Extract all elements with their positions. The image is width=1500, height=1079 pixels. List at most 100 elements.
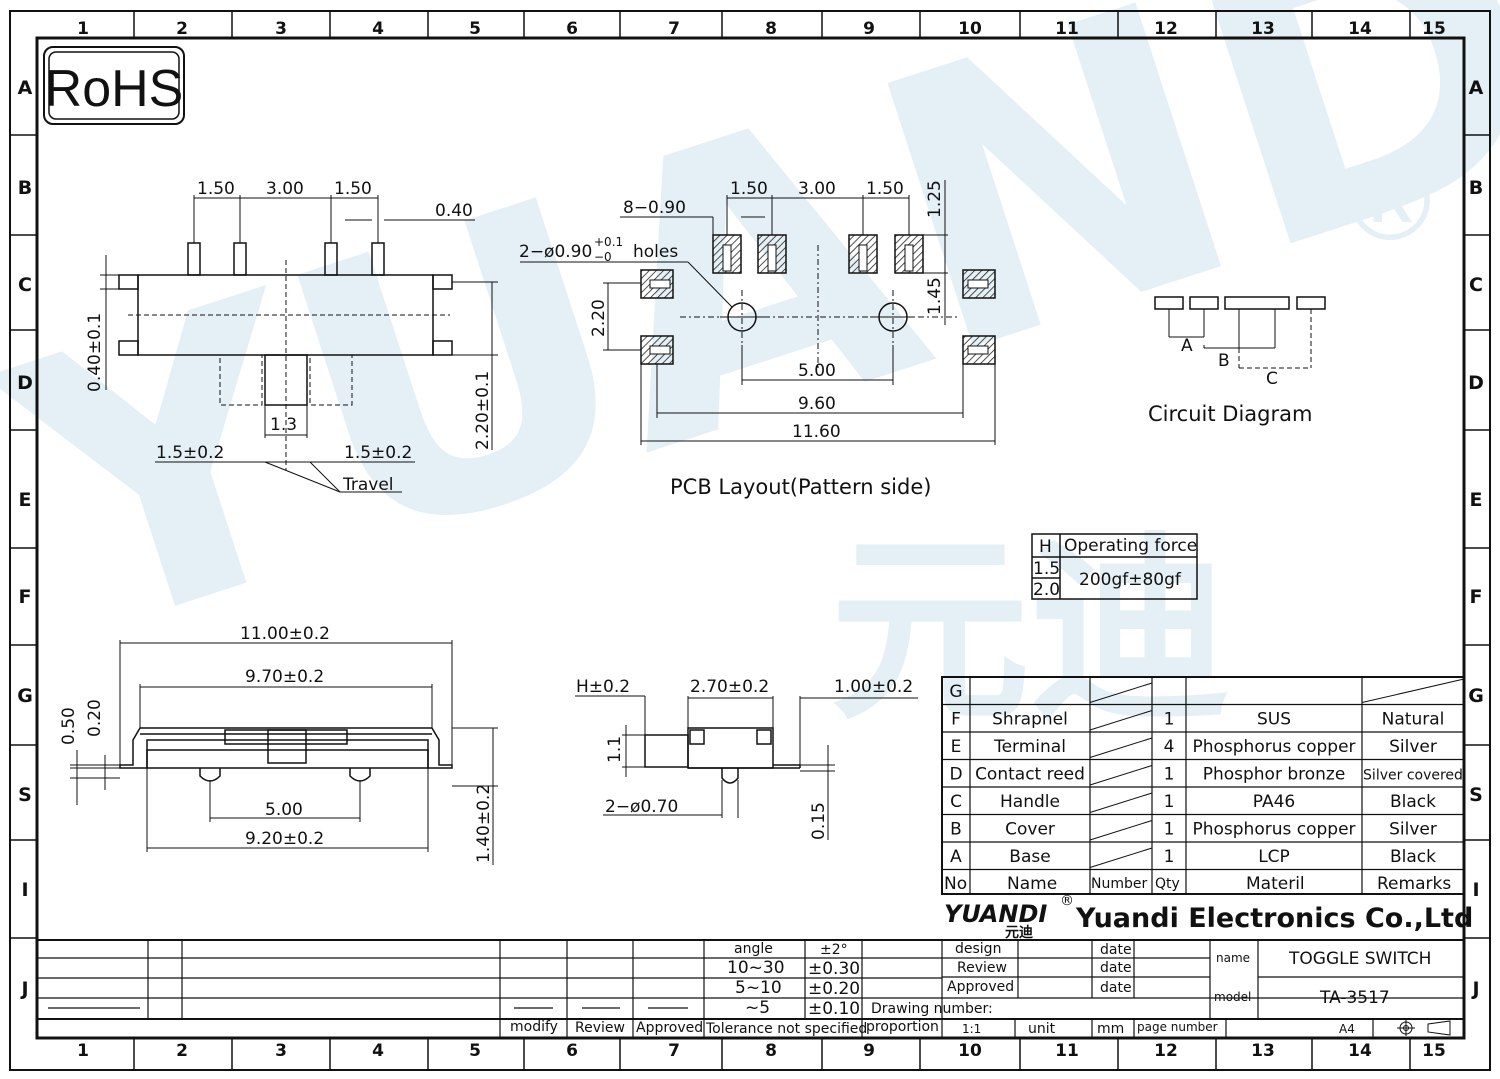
zone-col-bottom: 9	[863, 1041, 875, 1061]
tv-travel-label: Travel	[342, 475, 394, 495]
tol-range-1: 10~30	[727, 958, 785, 978]
tv-dim-3: 1.50	[334, 179, 372, 199]
bom-cell-remark: Black	[1390, 847, 1436, 867]
circuit-label-c: C	[1266, 369, 1278, 389]
tb-approved: Approved	[636, 1020, 703, 1036]
bom-cell-material: LCP	[1258, 847, 1290, 867]
pcb-dim-7: 5.00	[798, 361, 836, 381]
pcb-dim-6: 1.45	[925, 277, 945, 315]
ev-dim-3: 1.00±0.2	[834, 677, 913, 697]
zone-col-top: 4	[372, 19, 384, 39]
tol-range-2: 5~10	[735, 978, 782, 998]
pcb-dim-4: 1.25	[925, 180, 945, 218]
sv-dim-1: 11.00±0.2	[240, 624, 330, 644]
tol-angle-value: ±2°	[820, 942, 848, 958]
tb-modify: modify	[510, 1019, 558, 1035]
circuit-diagram	[1154, 296, 1326, 369]
bom-table	[941, 676, 1465, 895]
bom-cell-id: C	[950, 792, 962, 812]
bom-cell-id: B	[950, 819, 962, 839]
zone-col-top: 15	[1422, 19, 1446, 39]
zone-col-top: 1	[77, 19, 89, 39]
tv-dim-1: 1.50	[197, 179, 235, 199]
pcb-holes-word: holes	[633, 242, 678, 262]
zone-row-left: B	[18, 177, 32, 199]
zone-col-top: 7	[668, 19, 680, 39]
bom-cell-id: A	[950, 847, 962, 867]
ev-dim-2: 2.70±0.2	[690, 677, 769, 697]
tv-dim-4: 0.40	[435, 201, 473, 221]
circuit-label-b: B	[1218, 351, 1230, 371]
bom-cell-remark: Silver	[1389, 737, 1437, 757]
tol-label: Tolerance not specified	[705, 1021, 867, 1037]
zone-row-left: C	[18, 274, 32, 296]
bom-cell-material: SUS	[1257, 709, 1291, 729]
zone-row-right: C	[1469, 274, 1483, 296]
zone-col-bottom: 7	[668, 1041, 680, 1061]
bom-cell-remark: Natural	[1382, 709, 1445, 729]
tb-name-value: TOGGLE SWITCH	[1288, 949, 1431, 969]
bom-cell-material: Phosphor bronze	[1203, 764, 1346, 784]
force-col-force: Operating force	[1064, 536, 1197, 556]
zone-col-bottom: 6	[566, 1041, 578, 1061]
pcb-dim-1: 1.50	[730, 179, 768, 199]
inner-border	[35, 36, 1466, 1040]
force-value: 200gf±80gf	[1079, 570, 1182, 590]
zone-col-bottom: 10	[958, 1041, 982, 1061]
bom-cell-name: Contact reed	[975, 764, 1085, 784]
outer-border	[9, 10, 1491, 1071]
bom-header-remarks: Remarks	[1377, 874, 1451, 894]
tv-dim-9: 1.5±0.2	[344, 443, 412, 463]
tb-design: design	[955, 941, 1001, 957]
zone-row-left: F	[19, 586, 32, 608]
bom-header-material: Materil	[1246, 874, 1305, 894]
bom-header-row: No Name Number Qty Materil Remarks	[944, 874, 1451, 894]
company-logo-cn: 元迪	[1005, 924, 1033, 941]
tol-angle: angle	[734, 941, 773, 957]
bom-header-no: No	[944, 874, 967, 894]
tb-model-label: model	[1214, 990, 1251, 1004]
tv-dim-2: 3.00	[266, 179, 304, 199]
pcb-dim-9: 11.60	[792, 422, 841, 442]
bom-cell-id: F	[951, 709, 961, 729]
zone-row-right: F	[1470, 586, 1483, 608]
pcb-caption: PCB Layout(Pattern side)	[670, 475, 931, 499]
pcb-dim-8: 9.60	[798, 394, 836, 414]
zone-col-bottom: 5	[469, 1041, 481, 1061]
pcb-layout	[520, 180, 996, 445]
side-view	[70, 640, 498, 865]
sv-dim-6: 9.20±0.2	[245, 829, 324, 849]
bom-cell-id: G	[949, 682, 962, 702]
pcb-dim-3: 1.50	[866, 179, 904, 199]
tb-scale: 1:1	[962, 1022, 981, 1036]
company-name: Yuandi Electronics Co.,Ltd	[1075, 903, 1473, 934]
tb-drawing-number: Drawing number:	[871, 1001, 993, 1017]
bom-cell-name: Cover	[1005, 819, 1055, 839]
force-col-h: H	[1039, 537, 1052, 557]
bom-cell-qty: 4	[1164, 737, 1175, 757]
zone-col-bottom: 11	[1055, 1041, 1079, 1061]
bom-cell-qty: 1	[1164, 764, 1175, 784]
force-table	[1031, 533, 1198, 600]
bom-cell-material: Phosphorus copper	[1192, 819, 1355, 839]
watermark-cn: 元迪	[830, 515, 1230, 748]
tb-proportion: proportion	[866, 1019, 939, 1035]
watermark-brand: YUANDI	[0, 0, 1500, 726]
tb-page-number: page number	[1137, 1020, 1218, 1034]
tb-review: Review	[575, 1020, 625, 1036]
ev-dim-5: 2−ø0.70	[605, 797, 678, 817]
zone-col-top: 14	[1348, 19, 1372, 39]
tv-dim-6: 2.20±0.1	[473, 371, 493, 450]
zone-col-top: 11	[1055, 19, 1079, 39]
zone-row-right: A	[1469, 77, 1484, 99]
ev-dim-4: 1.1	[605, 736, 625, 763]
zone-col-bottom: 15	[1422, 1041, 1446, 1061]
tb-approved-label: Approved	[947, 979, 1014, 995]
zone-col-top: 6	[566, 19, 578, 39]
zone-col-top: 5	[469, 19, 481, 39]
